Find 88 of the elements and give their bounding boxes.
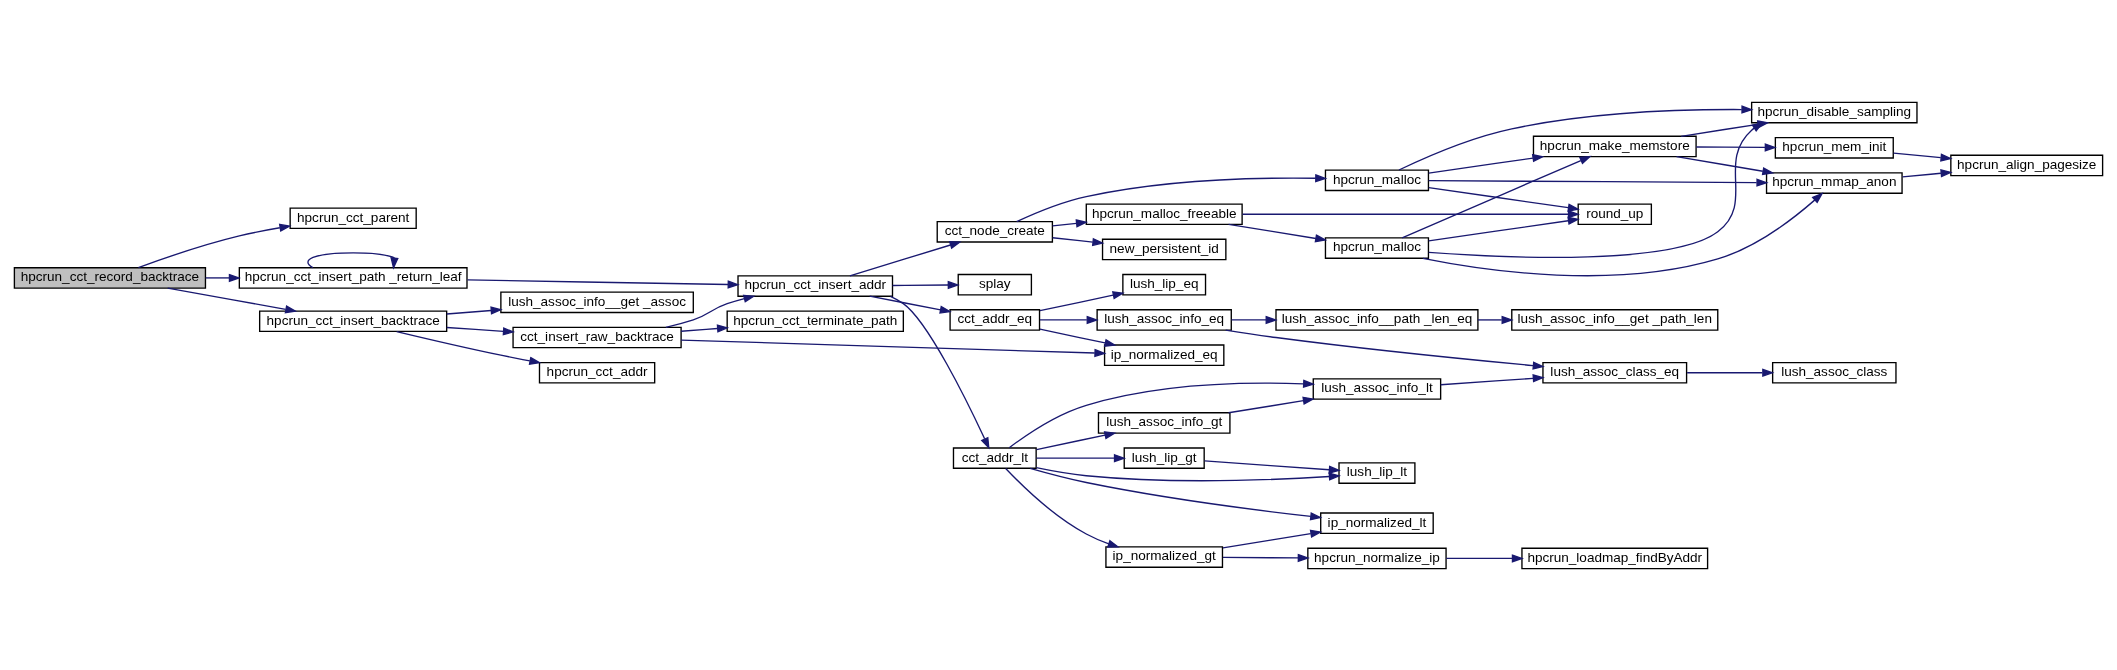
node-box: lush_assoc_info__path _len_eq <box>1275 308 1479 331</box>
node-box: new_persistent_id <box>1101 238 1227 260</box>
node-box: hpcrun_cct_insert_path _return_leaf <box>238 266 468 289</box>
arrow <box>1892 152 1953 162</box>
arrow <box>446 326 516 336</box>
node-box: lush_assoc_class_eq <box>1542 361 1688 384</box>
arrow <box>1398 104 1754 171</box>
arrow <box>1422 191 1824 276</box>
arrow <box>1039 290 1125 311</box>
arrow <box>137 223 292 268</box>
node-box: hpcrun_align_pagesize <box>1950 154 2104 176</box>
arrow <box>1428 216 1580 241</box>
node-box: lush_assoc_info__get _path_len <box>1511 308 1719 331</box>
arrow <box>1401 155 1592 238</box>
arrow <box>1035 466 1341 481</box>
node-box: hpcrun_cct_addr <box>538 361 656 384</box>
node-box: ip_normalized_gt <box>1105 545 1224 568</box>
node-box: lush_lip_eq <box>1122 273 1207 296</box>
node-box: lush_assoc_class <box>1771 361 1897 384</box>
node-box: cct_node_create <box>936 220 1054 243</box>
arrow <box>1686 368 1775 377</box>
node-box: ip_normalized_lt <box>1320 511 1434 534</box>
arrow <box>1695 142 1777 152</box>
node-box: cct_addr_lt <box>952 446 1037 469</box>
arrow <box>1227 396 1315 413</box>
node-box: splay <box>957 273 1033 296</box>
arrow <box>1222 528 1323 548</box>
node-box: hpcrun_cct_insert_addr <box>737 274 894 297</box>
arrow <box>889 295 990 450</box>
arrow <box>1016 173 1328 222</box>
arrow <box>869 295 952 314</box>
arrow <box>1039 328 1117 347</box>
arrow <box>1222 553 1310 562</box>
node-box: lush_assoc_info_eq <box>1096 308 1232 331</box>
arrow <box>1035 430 1117 450</box>
arrow <box>1051 236 1105 246</box>
node-box: cct_addr_eq <box>949 308 1041 331</box>
arrow <box>396 330 542 365</box>
node-box: round_up <box>1577 202 1653 225</box>
node-box: hpcrun_cct_parent <box>289 206 417 229</box>
arrow <box>1230 315 1278 324</box>
arrow <box>1029 467 1323 521</box>
arrow <box>1035 453 1127 462</box>
arrow <box>1477 315 1514 324</box>
arrow <box>1241 209 1581 218</box>
node-box: lush_assoc_info_lt <box>1312 377 1442 400</box>
arrow <box>665 294 756 328</box>
arrow <box>167 286 298 313</box>
node-box: hpcrun_malloc <box>1324 169 1430 191</box>
node-box: hpcrun_normalize_ip <box>1307 547 1447 569</box>
node-box: hpcrun_cct_record_backtrace <box>13 266 207 289</box>
node-box: lush_lip_gt <box>1123 446 1205 469</box>
arrow <box>1901 168 1953 178</box>
arrow <box>204 273 241 282</box>
arrow <box>1203 459 1341 474</box>
arrow <box>1440 373 1545 385</box>
arrow <box>1428 177 1769 187</box>
arrow <box>1051 218 1089 228</box>
node-box: hpcrun_cct_insert_backtrace <box>259 309 448 332</box>
arrow <box>1428 153 1545 174</box>
node-box: ip_normalized_eq <box>1103 343 1225 366</box>
arrow <box>1008 379 1316 448</box>
arrow <box>849 240 962 277</box>
arrow <box>1445 553 1524 563</box>
arrow <box>307 251 399 270</box>
node-box: lush_assoc_info__get _assoc <box>500 290 694 313</box>
arrow <box>446 305 503 315</box>
arrow <box>1224 328 1545 370</box>
node-box: hpcrun_malloc <box>1324 236 1430 259</box>
arrow <box>1005 467 1120 548</box>
arrow <box>1039 315 1099 324</box>
arrow <box>1675 155 1775 175</box>
node-box: hpcrun_cct_terminate_path <box>726 309 904 332</box>
arrow <box>891 280 960 289</box>
node-box: hpcrun_make_memstore <box>1532 135 1697 157</box>
node-box: cct_insert_raw_backtrace <box>512 326 682 348</box>
node-box: lush_assoc_info_gt <box>1097 411 1231 434</box>
node-box: hpcrun_loadmap_findByAddr <box>1521 547 1709 569</box>
arrow <box>1428 186 1580 212</box>
arrow <box>680 323 730 333</box>
arrow <box>466 278 740 289</box>
node-box: hpcrun_malloc_freeable <box>1085 202 1243 225</box>
node-box: hpcrun_disable_sampling <box>1750 101 1918 123</box>
node-box: lush_lip_lt <box>1338 461 1416 484</box>
node-box: hpcrun_mem_init <box>1774 136 1894 159</box>
node-box: hpcrun_mmap_anon <box>1765 171 1903 194</box>
arrow <box>1227 223 1328 243</box>
arrow <box>680 338 1107 357</box>
